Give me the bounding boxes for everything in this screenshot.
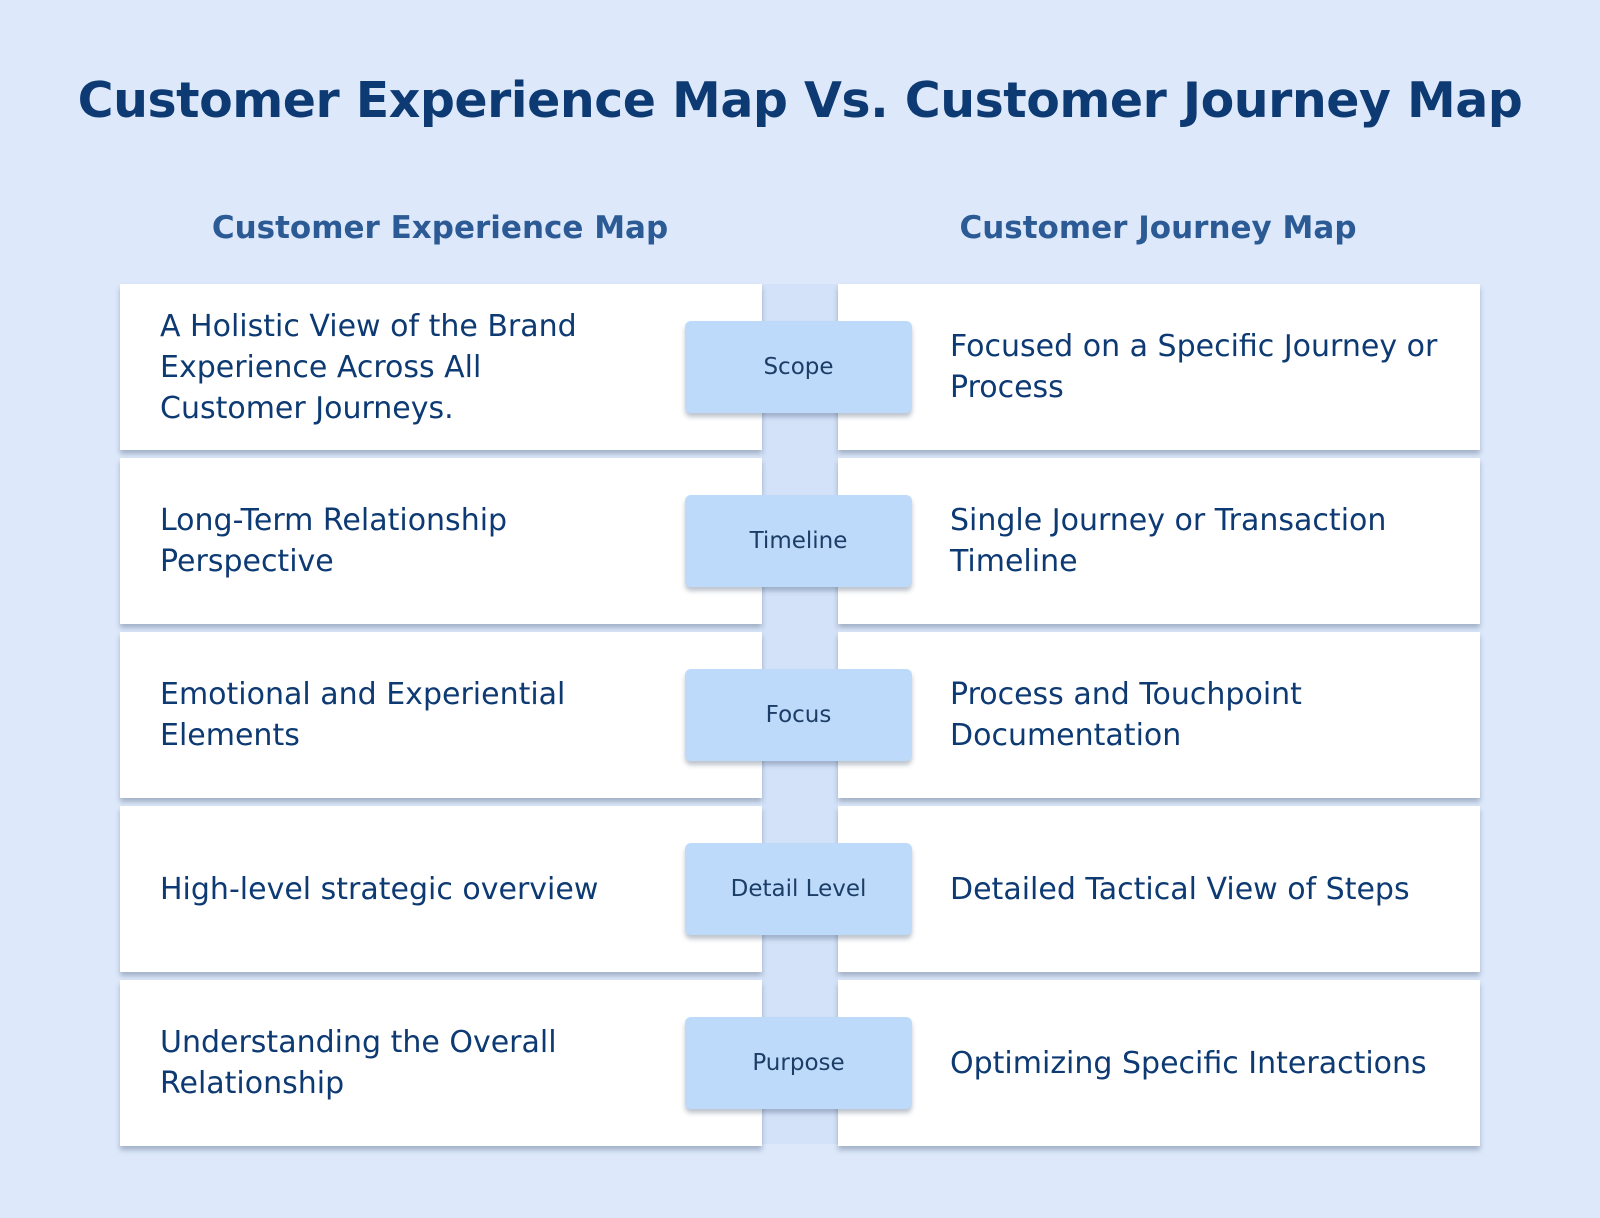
experience-card-purpose: Understanding the Overall Relationship (120, 980, 762, 1146)
experience-text: Understanding the Overall Relationship (160, 1025, 557, 1101)
journey-card-focus: Process and Touchpoint Documentation (838, 632, 1480, 798)
journey-card-scope: Focused on a Specific Journey or Process (838, 284, 1480, 450)
journey-text: Focused on a Specific Journey or Process (950, 329, 1438, 405)
journey-text: Process and Touchpoint Documentation (950, 677, 1302, 753)
journey-card-timeline: Single Journey or Transaction Timeline (838, 458, 1480, 624)
journey-card-purpose: Optimizing Specific Interactions (838, 980, 1480, 1146)
criterion-pill-detail-level: Detail Level (685, 843, 912, 935)
experience-text: High-level strategic overview (160, 871, 599, 907)
criterion-pill-timeline: Timeline (685, 495, 912, 587)
experience-card-timeline: Long-Term Relationship Perspective (120, 458, 762, 624)
experience-card-focus: Emotional and Experiential Elements (120, 632, 762, 798)
experience-card-detail-level: High-level strategic overview (120, 806, 762, 972)
experience-map-header: Customer Experience Map (211, 210, 669, 246)
journey-map-header: Customer Journey Map (959, 210, 1357, 246)
experience-text: Emotional and Experiential Elements (160, 677, 566, 753)
journey-text: Optimizing Specific Interactions (950, 1045, 1427, 1081)
criterion-pill-scope: Scope (685, 321, 912, 413)
journey-text: Detailed Tactical View of Steps (950, 871, 1410, 907)
journey-text: Single Journey or Transaction Timeline (950, 503, 1387, 579)
page-title: Customer Experience Map Vs. Customer Jou… (77, 72, 1523, 129)
criterion-pill-focus: Focus (685, 669, 912, 761)
experience-card-scope: A Holistic View of the Brand Experience … (120, 284, 762, 450)
experience-text: Long-Term Relationship Perspective (160, 503, 508, 579)
criterion-pill-purpose: Purpose (685, 1017, 912, 1109)
experience-text: A Holistic View of the Brand Experience … (160, 308, 577, 426)
journey-card-detail-level: Detailed Tactical View of Steps (838, 806, 1480, 972)
